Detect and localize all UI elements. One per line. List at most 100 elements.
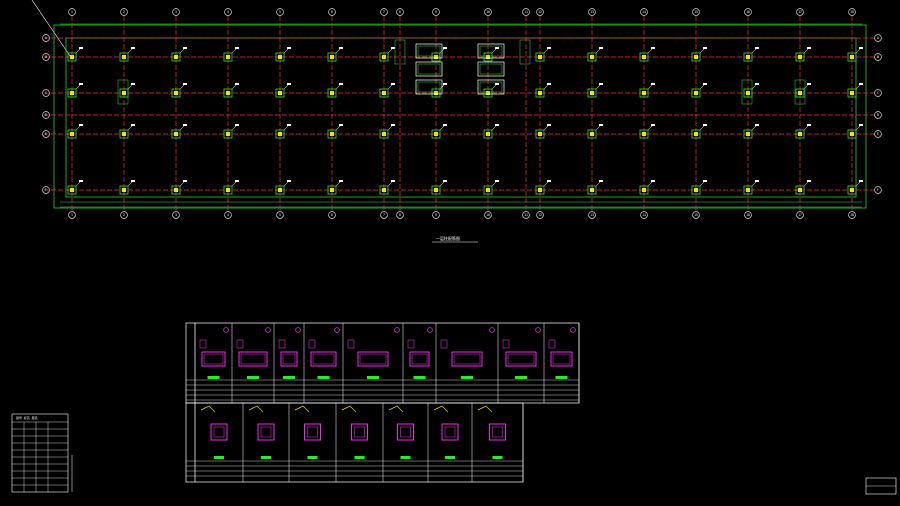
axis-label-left: E (45, 132, 47, 136)
column (587, 52, 597, 62)
column-tag (599, 180, 603, 182)
column (587, 129, 597, 139)
title-block (865, 477, 897, 495)
section-stirrup (359, 353, 387, 365)
column-core (278, 132, 282, 136)
column (639, 52, 649, 62)
section-stirrup (312, 353, 335, 365)
axis-bubble-right (874, 130, 882, 138)
axis-label-left: D (45, 113, 47, 117)
column-core (70, 91, 74, 95)
axis-label-bottom: 17 (798, 213, 802, 217)
column-core (226, 188, 230, 192)
column-core (70, 188, 74, 192)
column-tag-leader (543, 181, 549, 187)
column-tag (755, 83, 759, 85)
axis-label-bottom: 9 (435, 213, 437, 217)
section-base (400, 456, 411, 459)
plan-title: 一层柱配筋图 (436, 235, 460, 241)
axis-bubble-top (276, 8, 284, 16)
column (67, 185, 77, 195)
floor-level-legend: 层号 标高 层高 (11, 413, 73, 493)
section-outline (505, 351, 537, 367)
column-tag (183, 124, 187, 126)
column-tag (339, 83, 343, 85)
column-tag (287, 83, 291, 85)
column-core (746, 188, 750, 192)
column-tag-leader (231, 84, 237, 90)
axis-label-top: 8 (399, 10, 401, 14)
axis-bubble-bottom (396, 211, 404, 219)
column-core (642, 91, 646, 95)
axis-bubble-top (68, 8, 76, 16)
axis-label-top: 7 (383, 10, 385, 14)
section-stirrup (411, 353, 428, 365)
axis-bubble-bottom (380, 211, 388, 219)
axis-label-bottom: 3 (175, 213, 177, 217)
column (275, 52, 285, 62)
section-detail-bubble (334, 327, 340, 333)
stair-core-frame (477, 79, 505, 95)
square-section-stirrup (492, 426, 503, 438)
axis-label-right: F (877, 188, 879, 192)
column-tag (339, 47, 343, 49)
stair-core-inner (479, 63, 503, 75)
column (483, 52, 493, 62)
column (795, 129, 805, 139)
column-tag (547, 124, 551, 126)
column-tag (599, 47, 603, 49)
column (327, 185, 337, 195)
section-stirrup (282, 353, 296, 365)
column-core (798, 55, 802, 59)
section-detail-bubble (489, 327, 495, 333)
section-base (461, 376, 473, 379)
column-tag (287, 47, 291, 49)
column-tag (339, 180, 343, 182)
stair-core-frame (477, 43, 505, 59)
column-tag-leader (699, 84, 705, 90)
section-callout (248, 405, 264, 413)
column-tag-leader (491, 125, 497, 131)
column-tag (859, 124, 863, 126)
leader-line (31, 0, 71, 57)
column-core (122, 91, 126, 95)
axis-bubble-left (42, 186, 50, 194)
column-core (746, 91, 750, 95)
column-core (590, 91, 594, 95)
legend-frame (11, 413, 69, 493)
axis-label-top: 12 (538, 10, 542, 14)
column-tag-leader (543, 84, 549, 90)
axis-bubble-right (874, 111, 882, 119)
column-tag (287, 124, 291, 126)
axis-label-bottom: 11 (524, 213, 528, 217)
column (535, 185, 545, 195)
section-base (555, 376, 568, 379)
axis-label-bottom: 16 (746, 213, 750, 217)
column-core (434, 55, 438, 59)
axis-bubble-top (432, 8, 440, 16)
column (535, 129, 545, 139)
axis-bubble-top (848, 8, 856, 16)
axis-bubble-left (42, 111, 50, 119)
column-core (486, 55, 490, 59)
column-tag-leader (127, 84, 133, 90)
column-tag (807, 47, 811, 49)
column-tag-leader (283, 125, 289, 131)
section-callout (341, 405, 357, 413)
axis-bubble-top (328, 8, 336, 16)
section-base (247, 376, 259, 379)
column (171, 52, 181, 62)
column-tag-leader (751, 48, 757, 54)
column-core (382, 55, 386, 59)
column-tag (79, 180, 83, 182)
column-core (590, 132, 594, 136)
axis-bubble-top (224, 8, 232, 16)
axis-bubble-top (172, 8, 180, 16)
column-tag (235, 180, 239, 182)
axis-bubble-top (380, 8, 388, 16)
column-tag-leader (231, 125, 237, 131)
section-detail-bubble (535, 327, 541, 333)
axis-bubble-left (42, 89, 50, 97)
column (847, 185, 857, 195)
